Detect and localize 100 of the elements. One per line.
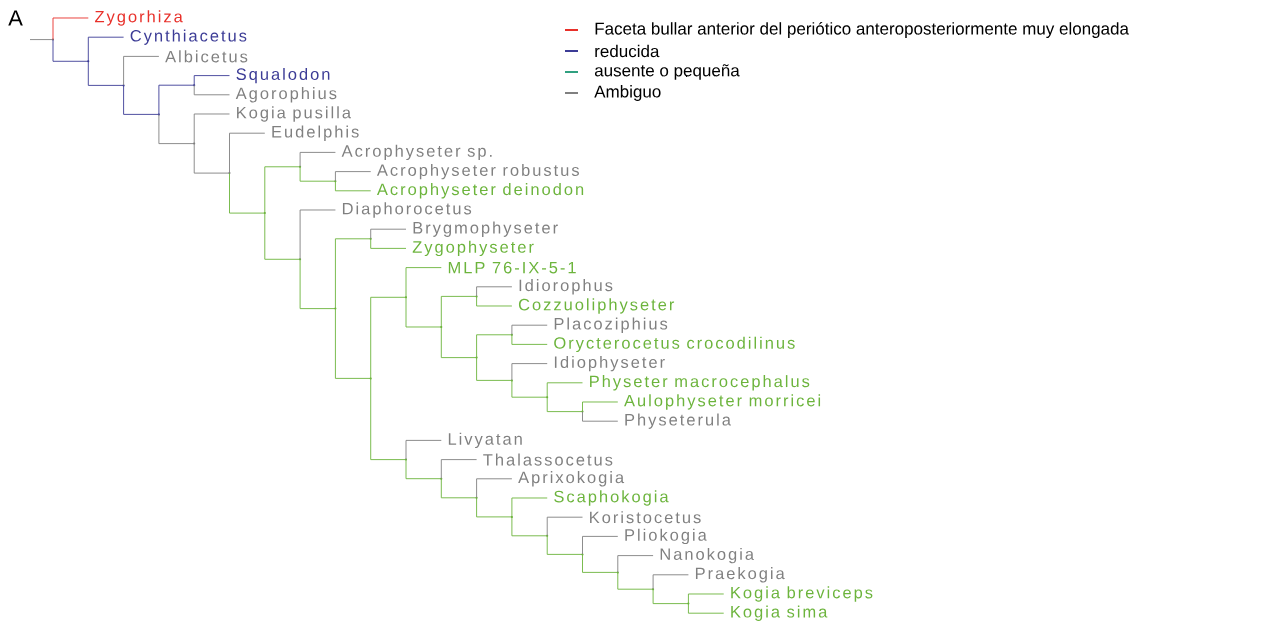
branch-line [123,84,160,115]
branch-line [546,382,583,398]
branch-line [264,166,301,214]
branch-line [582,553,619,573]
branch-line [229,132,266,174]
legend-text: Ambiguo [594,85,661,101]
branch-line [405,459,442,480]
branch-line [476,334,513,359]
taxon-label: Acrophyseter deinodon [376,183,584,199]
branch-line [405,439,442,461]
taxon-label: Agorophius [235,87,337,103]
branch-line [687,593,725,605]
branch-line [476,357,513,381]
taxon-label: Aprixokogia [518,471,625,487]
taxon-label: Squalodon [236,67,330,84]
branch-line [52,17,89,41]
branch-point [546,534,549,537]
branch-line [546,396,583,413]
branch-line [299,209,336,260]
branch-line [476,286,513,297]
branch-line [299,151,336,168]
branch-line [652,574,689,590]
taxon-label: Cozzuoliphyseter [518,298,675,314]
taxon-label: Acrophyseter robustus [376,163,579,180]
taxon-label: Zygophyseter [412,240,534,257]
branch-line [652,588,689,605]
taxon-label: Orycterocetus crocodilinus [554,336,795,353]
taxon-label: MLP 76-IX-5-1 [448,261,576,274]
branch-line [334,238,372,310]
branch-line [193,143,230,174]
branch-line [476,497,513,518]
taxon-label: Acrophyseter sp. [341,144,492,161]
legend-text: ausente o pequeña [594,64,740,80]
taxon-label: Kogia sima [731,605,828,621]
taxon-label: Scaphokogia [554,490,669,506]
branch-line [582,401,619,413]
branch-line [299,166,336,182]
taxon-label: Diaphorocetus [342,202,472,218]
taxon-label: Idiophyseter [554,355,665,372]
branch-point [475,356,478,359]
branch-line [334,171,372,182]
branch-line [193,113,230,145]
taxon-label: Aulophyseter morricei [624,394,821,410]
branch-line [511,324,548,336]
branch-line [370,296,407,379]
branch-point [263,212,266,215]
taxon-label: Physeterula [625,413,731,429]
branch-line [405,267,442,298]
branch-line [405,296,442,328]
branch-line [687,603,725,614]
legend-text: Faceta bullar anterior del periótico anteroposteriormente muy elongada [595,21,1129,38]
branch-point [369,377,372,380]
branch-line [299,258,336,310]
branch-line [334,180,372,192]
taxon-label: Brygmophyseter [413,221,558,237]
panel-letter: A [8,10,23,26]
taxon-label: Thalassocetus [483,453,613,466]
branch-line [582,535,619,555]
taxon-label: Physeter macrocephalus [590,375,810,391]
branch-line [440,459,478,480]
branch-line [158,113,195,145]
branch-line [546,516,583,537]
branch-line [511,379,548,398]
branch-point [546,396,549,399]
branch-line [617,555,654,573]
branch-line [440,295,478,328]
branch-line [334,308,372,379]
branch-point [122,84,125,87]
branch-point [193,84,196,87]
branch-line [476,478,513,499]
taxon-label: Idiorophus [519,279,613,295]
taxon-label: Praekogia [695,567,785,583]
taxon-label: Eudelphis [272,125,359,141]
branch-line [370,377,407,461]
branch-line [511,334,548,345]
branch-line [193,75,230,86]
taxon-label: Livyatan [448,432,522,449]
branch-point [475,295,478,298]
taxon-label: Cynthiacetus [130,29,247,45]
branch-line [370,238,407,249]
taxon-label: Placoziphius [554,317,668,333]
branch-line [511,516,548,537]
taxon-label: Pliokogia [625,528,707,545]
branch-point [369,237,372,240]
branch-line [158,84,195,115]
branch-line [87,36,125,62]
branch-line [440,478,478,499]
branch-line [617,571,654,590]
branch-line [29,39,54,41]
branch-line [87,60,125,86]
branch-line [123,55,160,86]
branch-line [264,212,301,260]
branch-line [511,497,548,518]
branch-point [616,571,619,574]
branch-line [193,84,230,96]
taxon-label: Zygorhiza [95,10,183,26]
branch-line [511,363,548,381]
taxon-label: Kogia pusilla [237,106,351,122]
branch-line [476,295,513,307]
branch-line [546,535,583,555]
